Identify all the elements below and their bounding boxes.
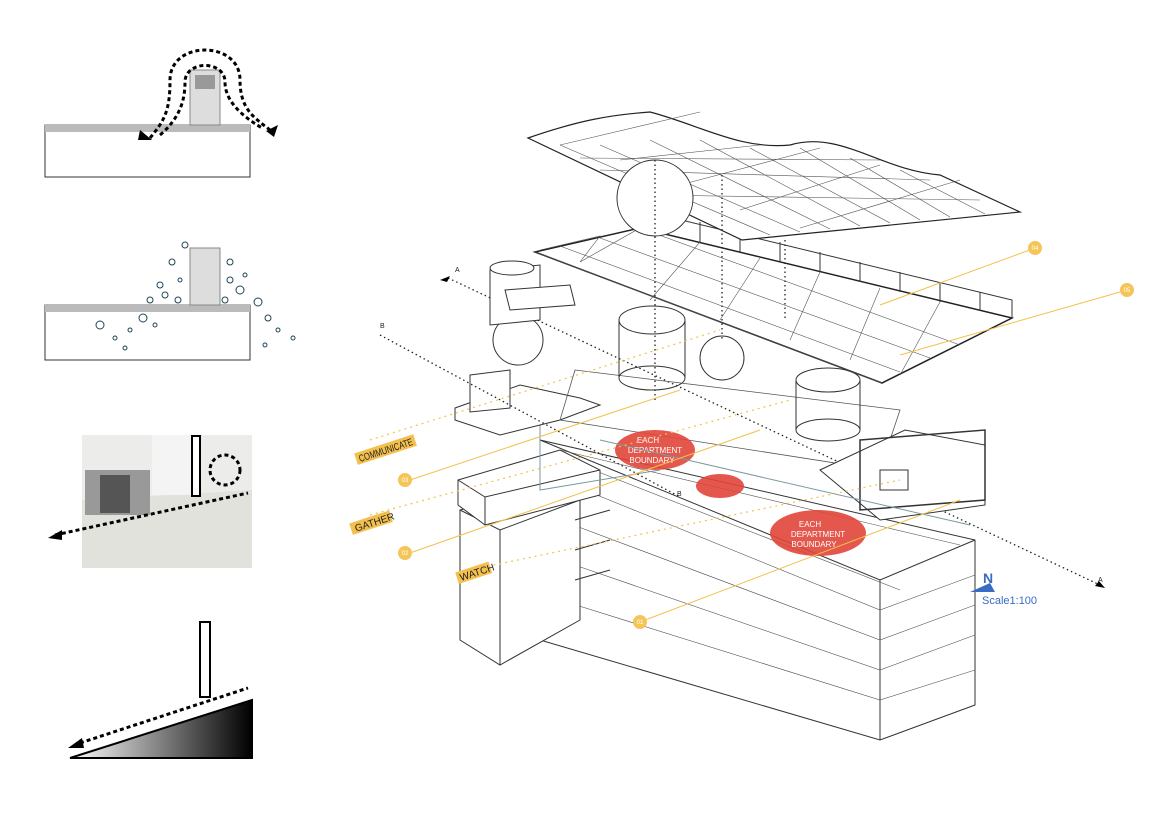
zone-label-line: DEPARTMENT [628, 446, 682, 455]
svg-text:B: B [677, 491, 682, 498]
diagram-gathering [44, 241, 296, 361]
svg-text:A: A [1098, 577, 1103, 584]
svg-text:A: A [455, 267, 460, 274]
callout-04: 04 [1028, 241, 1042, 255]
callout-05: 05 [1120, 283, 1134, 297]
roof-canopy [526, 111, 1023, 400]
callout-03: 03 [398, 473, 412, 487]
svg-text:02: 02 [402, 551, 409, 557]
department-zone-3: EACH DEPARTMENT BOUNDARY [770, 510, 866, 556]
callout-01: 01 [633, 615, 647, 629]
middle-floor [454, 260, 986, 521]
zone-label-line: EACH [637, 436, 659, 445]
diagram-communication [48, 435, 252, 568]
svg-text:COMMUNICATE: COMMUNICATE [358, 437, 415, 465]
truss-floor [532, 209, 1015, 384]
activity-tag-communicate: COMMUNICATE [354, 434, 417, 465]
zone-label-line: BOUNDARY [791, 540, 837, 549]
activity-tag-gather: GATHER [349, 510, 396, 535]
section-line-b: B B [379, 323, 682, 498]
zone-label-line: BOUNDARY [629, 456, 675, 465]
section-line-a: A A [440, 267, 1105, 588]
department-zone-1: EACH DEPARTMENT BOUNDARY [615, 430, 695, 470]
zone-label-line: EACH [799, 520, 821, 529]
zone-label-line: DEPARTMENT [791, 530, 845, 539]
department-zone-2 [696, 474, 744, 498]
svg-text:GATHER: GATHER [354, 511, 396, 534]
svg-text:B: B [380, 323, 385, 330]
base-building [457, 425, 976, 741]
svg-text:03: 03 [402, 478, 409, 484]
svg-text:01: 01 [637, 620, 644, 626]
svg-text:04: 04 [1032, 246, 1039, 252]
diagram-watching [68, 621, 253, 759]
callout-leaders [369, 247, 1128, 623]
svg-text:N: N [983, 570, 993, 586]
north-arrow-icon [970, 583, 995, 592]
svg-text:05: 05 [1124, 288, 1131, 294]
diagram-circulation [44, 48, 278, 178]
scale-label: Scale1:100 [982, 595, 1037, 607]
callout-02: 02 [398, 546, 412, 560]
north-arrow: N Scale1:100 [970, 570, 1037, 607]
